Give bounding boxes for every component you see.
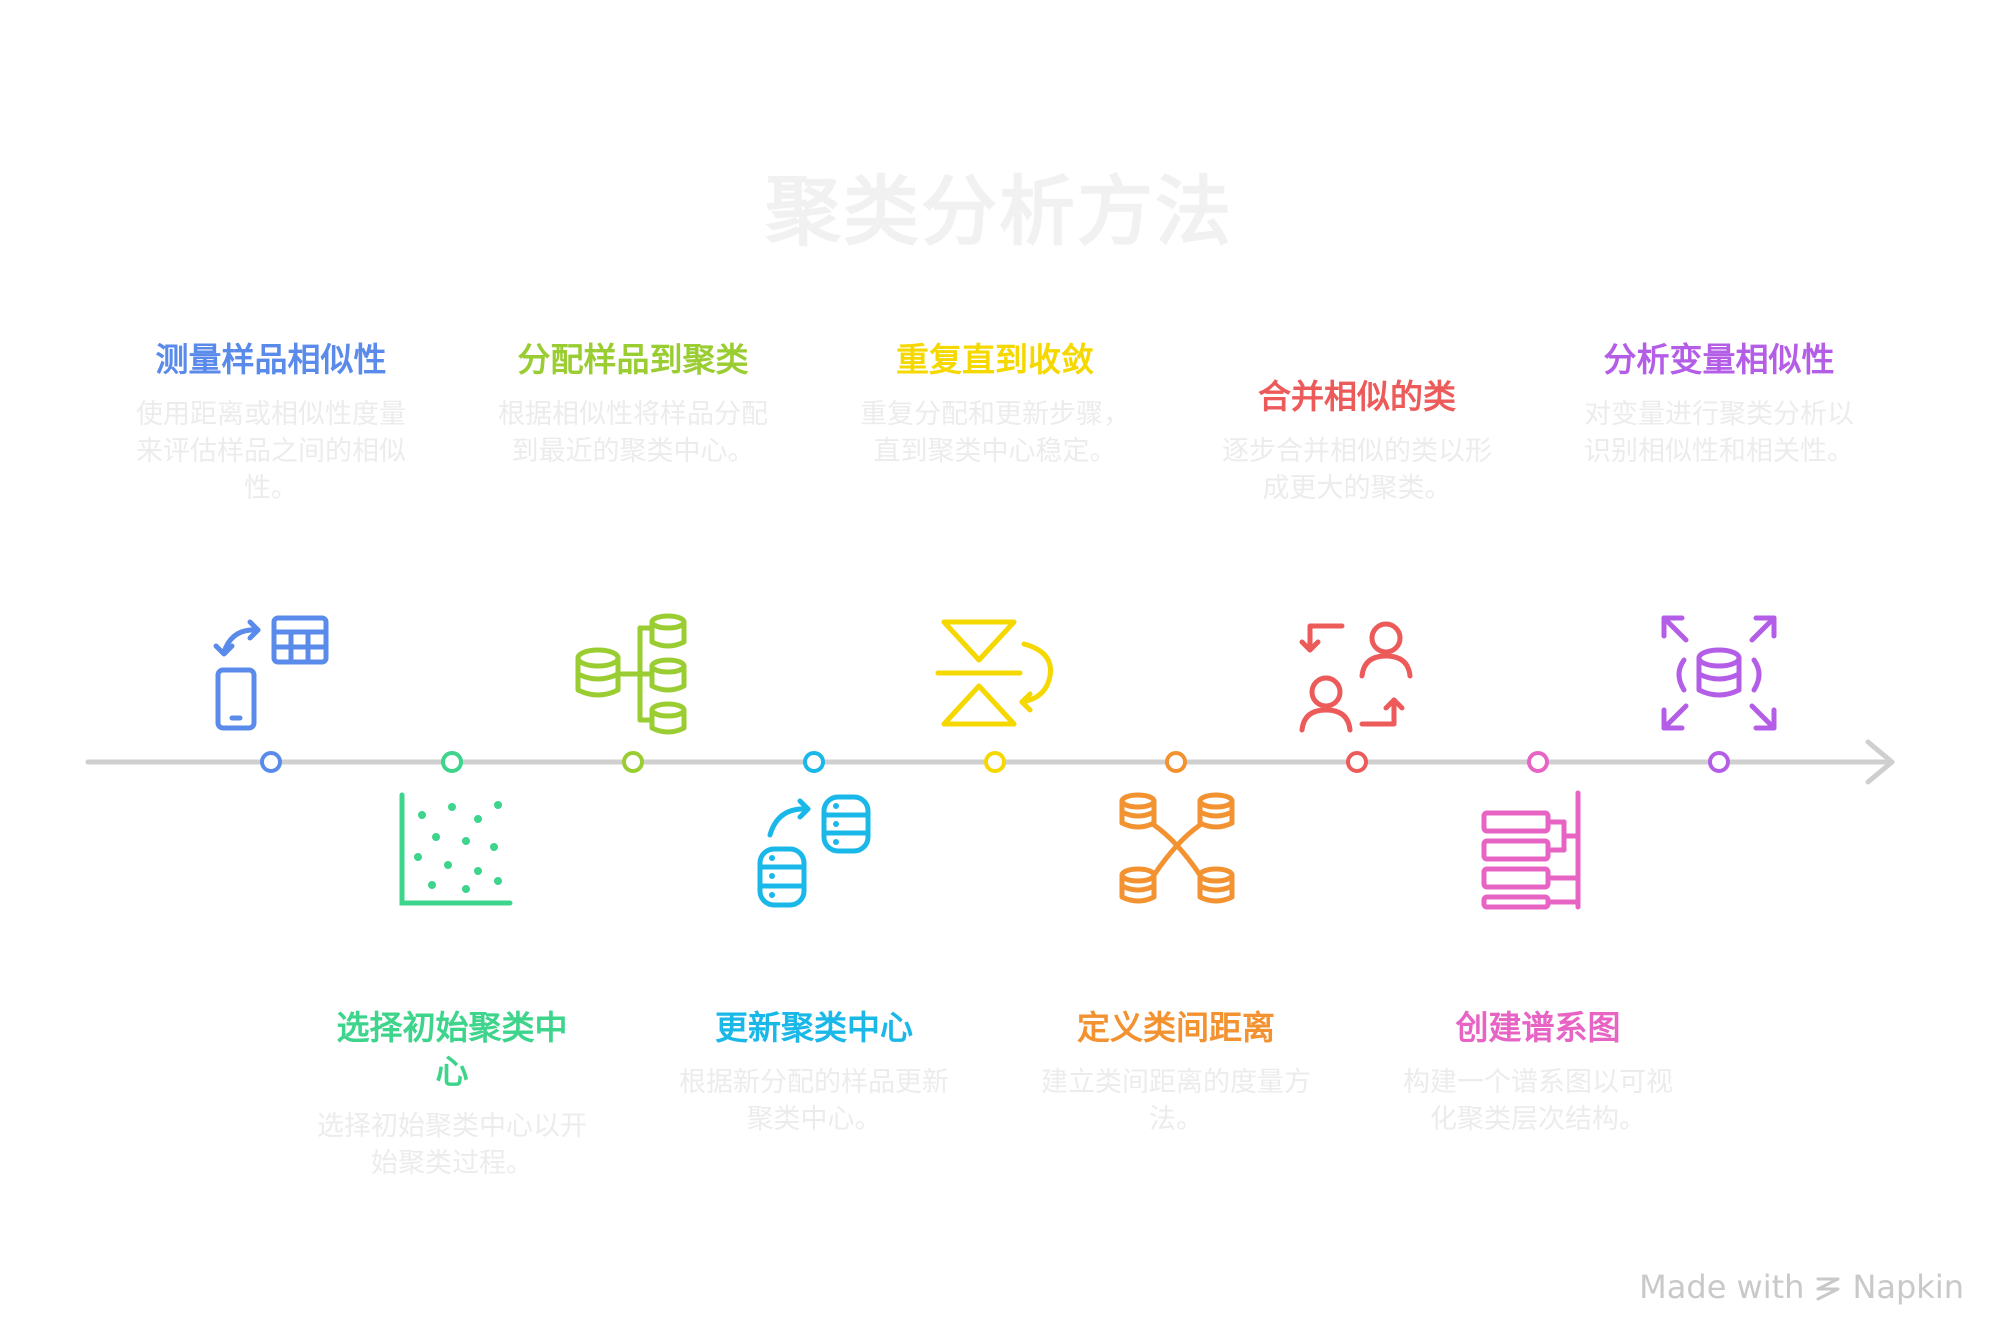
step-title: 更新聚类中心 [715,1008,913,1047]
napkin-logo-icon [1816,1277,1840,1301]
watermark[interactable]: Made with Napkin [1639,1268,1964,1306]
step-description: 根据相似性将样品分配到最近的聚类中心。 [498,399,768,467]
step-update-centers: 更新聚类中心 根据新分配的样品更新聚类中心。 [664,1006,964,1138]
scatter-plot-icon [399,792,513,906]
converge-loop-icon [935,619,1053,727]
step-description: 构建一个谱系图以可视化聚类层次结构。 [1403,1067,1673,1135]
step-assign-samples: 分配样品到聚类 根据相似性将样品分配到最近的聚类中心。 [483,338,783,470]
step-merge-classes: 合并相似的类 逐步合并相似的类以形成更大的聚类。 [1207,375,1507,507]
timeline-marker [984,751,1006,773]
step-title: 定义类间距离 [1077,1008,1275,1047]
database-expand-icon [1661,615,1777,731]
step-description: 使用距离或相似性度量来评估样品之间的相似性。 [136,399,406,504]
step-title: 测量样品相似性 [155,340,387,379]
timeline-marker [1346,751,1368,773]
step-variable-similarity: 分析变量相似性 对变量进行聚类分析以识别相似性和相关性。 [1569,338,1869,470]
timeline-marker [260,751,282,773]
step-title: 分析变量相似性 [1603,340,1835,379]
timeline-marker [1708,751,1730,773]
users-merge-icon [1299,621,1413,733]
step-description: 根据新分配的样品更新聚类中心。 [679,1067,949,1135]
step-measure-similarity: 测量样品相似性 使用距离或相似性度量来评估样品之间的相似性。 [121,338,421,507]
timeline-marker [441,751,463,773]
step-description: 对变量进行聚类分析以识别相似性和相关性。 [1584,399,1854,467]
timeline-marker [803,751,825,773]
database-cross-icon [1119,792,1235,904]
step-description: 建立类间距离的度量方法。 [1041,1067,1311,1135]
phone-table-swap-icon [213,615,329,731]
step-repeat-until-converge: 重复直到收敛 重复分配和更新步骤，直到聚类中心稳定。 [845,338,1145,470]
step-title: 合并相似的类 [1258,377,1456,416]
step-title: 重复直到收敛 [896,340,1094,379]
step-description: 逐步合并相似的类以形成更大的聚类。 [1222,436,1492,504]
watermark-brand: Napkin [1852,1268,1964,1306]
database-split-icon [575,613,687,735]
step-title: 选择初始聚类中心 [336,1008,568,1091]
step-description: 选择初始聚类中心以开始聚类过程。 [317,1111,587,1179]
watermark-label: Made with [1639,1268,1805,1306]
step-title: 创建谱系图 [1455,1008,1621,1047]
step-title: 分配样品到聚类 [517,340,749,379]
step-initial-centers: 选择初始聚类中心 选择初始聚类中心以开始聚类过程。 [302,1006,602,1182]
timeline-marker [1527,751,1549,773]
step-description: 重复分配和更新步骤，直到聚类中心稳定。 [860,399,1130,467]
step-dendrogram: 创建谱系图 构建一个谱系图以可视化聚类层次结构。 [1388,1006,1688,1138]
timeline-marker [622,751,644,773]
timeline-arrow-icon [1865,739,1895,785]
timeline-marker [1165,751,1187,773]
page-title: 聚类分析方法 [765,167,1233,256]
database-refresh-icon [757,794,871,908]
dendrogram-icon [1481,790,1581,910]
step-class-distance: 定义类间距离 建立类间距离的度量方法。 [1026,1006,1326,1138]
